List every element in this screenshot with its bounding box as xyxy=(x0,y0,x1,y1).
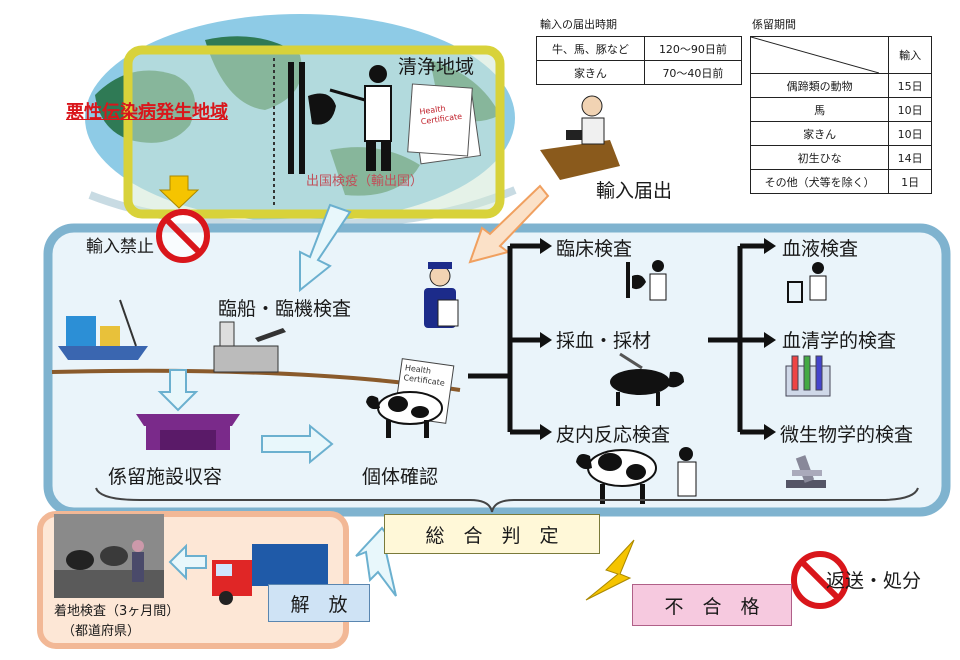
fail-box: 不 合 格 xyxy=(632,584,792,626)
notice-period-table: 牛、馬、豚など 120〜90日前 家きん 70〜40日前 xyxy=(536,36,743,85)
period-cell: 120〜90日前 xyxy=(643,36,743,61)
down-arrow-icon xyxy=(158,175,200,209)
days-cell: 15日 xyxy=(888,73,932,98)
down-hollow-arrow-icon xyxy=(157,369,199,412)
table-row: 偶蹄類の動物 15日 xyxy=(749,73,932,98)
table-row: 牛、馬、豚など 120〜90日前 xyxy=(536,36,743,61)
animal-silhouette-icon xyxy=(308,93,336,125)
blood-test-icon xyxy=(787,262,827,303)
judgment-bracket xyxy=(95,487,919,513)
detention-period-table: 輸入 偶蹄類の動物 15日 馬 10日 家きん 10日 初生ひな 14日 その他… xyxy=(749,36,932,194)
animal-cell: 牛、馬、豚など xyxy=(536,36,645,61)
disposal-prohibit-icon xyxy=(791,551,849,609)
animal-cell: 偶蹄類の動物 xyxy=(749,73,890,98)
table-row: 家きん 10日 xyxy=(749,121,932,146)
notice-table-title: 輸入の届出時期 xyxy=(540,18,617,31)
release-box: 解 放 xyxy=(268,584,370,622)
telephone-operator-icon xyxy=(540,95,620,180)
table-row: 初生ひな 14日 xyxy=(749,145,932,170)
individual-check-label: 個体確認 xyxy=(362,466,439,488)
import-header-cell: 輸入 xyxy=(888,36,932,74)
left-hollow-arrow-icon xyxy=(168,543,207,581)
cow-with-certificate-icon xyxy=(366,358,455,438)
return-disposal-label: 返送・処分 xyxy=(826,570,922,592)
clinical-exam-label: 臨床検査 xyxy=(556,238,633,260)
cow-blood-sampling-icon xyxy=(610,352,684,406)
table-header-row: 輸入 xyxy=(749,36,932,74)
import-ban-label: 輸入禁止 xyxy=(86,237,154,257)
prefecture-label: （都道府県） xyxy=(62,624,141,639)
microbiological-test-label: 微生物学的検査 xyxy=(780,424,914,446)
days-cell: 14日 xyxy=(888,145,932,170)
fail-bolt-icon xyxy=(585,539,635,601)
days-cell: 10日 xyxy=(888,121,932,146)
branch-arrowheads-2 xyxy=(764,238,776,440)
overall-judgment-box: 総 合 判 定 xyxy=(384,514,600,554)
quarantine-facility-icon xyxy=(136,414,240,450)
days-cell: 1日 xyxy=(888,169,932,194)
animal-cell: 家きん xyxy=(536,60,645,85)
days-cell: 10日 xyxy=(888,97,932,122)
notice-arrow-icon xyxy=(468,184,550,264)
inspection-arrow-icon xyxy=(299,203,352,293)
destination-inspection-label: 着地検査（3ヶ月間） xyxy=(54,604,180,619)
airport-icon xyxy=(213,321,286,373)
cattle-photo xyxy=(54,514,164,598)
ship-air-inspection-label: 臨船・臨機検査 xyxy=(218,298,352,320)
quarantine-facility-label: 係留施設収容 xyxy=(108,466,223,488)
outbreak-area-label: 悪性伝染病発生地域 xyxy=(66,102,228,123)
table-row: その他（犬等を除く） 1日 xyxy=(749,169,932,194)
animal-cell: 家きん xyxy=(749,121,890,146)
diagonal-line xyxy=(751,37,879,73)
branch-arrowheads-1 xyxy=(540,238,552,440)
cow-skin-test-icon xyxy=(576,447,697,504)
clean-area-label: 清浄地域 xyxy=(398,56,475,78)
animal-cell: 馬 xyxy=(749,97,890,122)
right-hollow-arrow-icon xyxy=(261,423,334,465)
quarantine-officer-icon xyxy=(424,262,459,328)
blood-test-label: 血液検査 xyxy=(782,238,859,260)
import-notice-label: 輸入届出 xyxy=(596,180,673,202)
branch-connector-2 xyxy=(708,243,764,435)
ship-icon xyxy=(58,299,148,360)
detention-table-title: 係留期間 xyxy=(752,18,796,31)
test-tubes-icon xyxy=(785,355,831,397)
table-row: 馬 10日 xyxy=(749,97,932,122)
skin-reaction-test-label: 皮内反応検査 xyxy=(556,424,671,446)
branch-connector-1 xyxy=(468,243,540,435)
diagonal-header-cell xyxy=(749,36,890,74)
inspector-figure xyxy=(329,65,392,171)
period-cell: 70〜40日前 xyxy=(643,60,743,85)
animal-cell: 初生ひな xyxy=(749,145,890,170)
health-certificate-paper xyxy=(407,83,482,165)
blood-sampling-label: 採血・採材 xyxy=(556,330,652,352)
animal-cell: その他（犬等を除く） xyxy=(749,169,890,194)
clinical-vet-icon xyxy=(626,260,667,301)
serological-test-label: 血清学的検査 xyxy=(782,330,897,352)
outbreak-region-frame xyxy=(123,45,505,219)
table-row: 家きん 70〜40日前 xyxy=(536,60,743,85)
prohibit-sign-overlay-icon xyxy=(156,209,210,263)
export-quarantine-label: 出国検疫（輸出国） xyxy=(306,174,424,189)
microscope-icon xyxy=(786,455,826,488)
